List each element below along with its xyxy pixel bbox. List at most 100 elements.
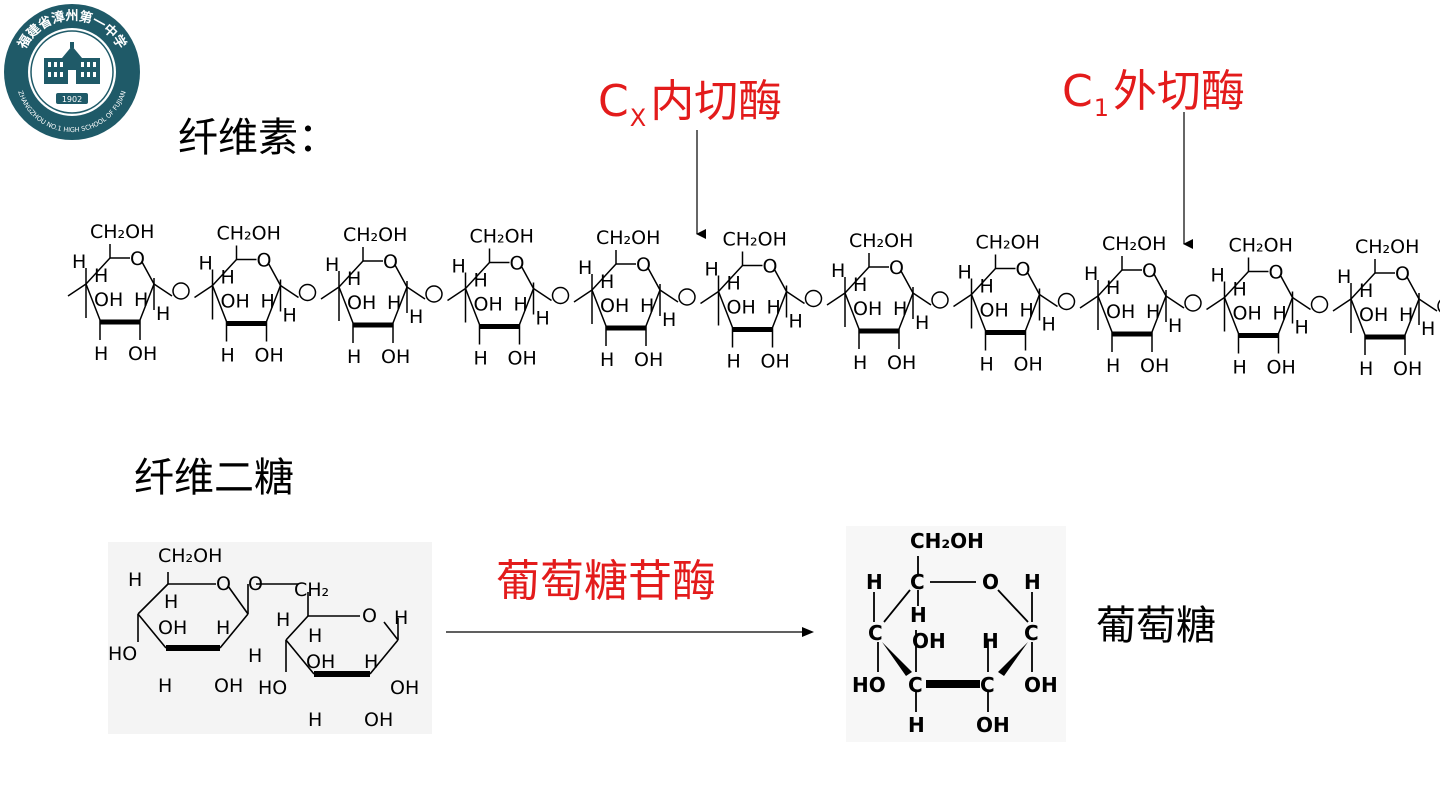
glycosidic-bond [280, 284, 299, 299]
oh-label: OH [1233, 303, 1262, 325]
h-label: H [727, 351, 741, 373]
cellobiose-ring-o-left: O [216, 573, 231, 595]
ring-oxygen-label: O [763, 256, 778, 278]
bond [591, 289, 607, 327]
bond [1277, 297, 1294, 334]
ring-oxygen-label: O [1142, 260, 1157, 282]
glycosidic-bond [194, 284, 213, 299]
h-label: H [474, 348, 488, 370]
ring-oxygen-label: O [636, 254, 651, 276]
glucose-h: H [982, 629, 999, 653]
h-label: H [831, 260, 845, 282]
bond [1406, 276, 1420, 300]
bond [518, 288, 535, 325]
h-label: H [221, 345, 235, 367]
h-label: H [1421, 318, 1435, 340]
glycosidic-bond [447, 287, 466, 302]
h-label: H [1233, 279, 1247, 301]
cellobiose-title: 纤维二糖 [134, 455, 294, 501]
h-label: H [789, 311, 803, 333]
h-label: H [893, 298, 907, 320]
h-label: H [452, 256, 466, 278]
cellobiose-h: H [276, 609, 290, 631]
ring-oxygen-label: O [889, 257, 904, 279]
glycosidic-bond [153, 283, 173, 297]
cellulose-title: 纤维素： [178, 115, 338, 161]
cellobiose-oh: OH [306, 651, 335, 673]
bond [773, 269, 788, 292]
cellobiose-h: H [158, 675, 172, 697]
glycosidic-bond [1079, 295, 1099, 309]
oh-label: OH [1106, 301, 1135, 323]
cellobiose-oh: OH [214, 675, 243, 697]
cellobiose-ho: HO [258, 677, 287, 699]
bond [1026, 272, 1041, 295]
glycosidic-bond [1039, 293, 1058, 308]
ring-oxygen-label: O [383, 251, 398, 273]
exo-enzyme-label: C1外切酶 [1062, 70, 1245, 121]
h-label: H [853, 274, 867, 296]
glucose-c: C [868, 621, 883, 645]
oh-label: OH [221, 291, 250, 313]
glucose-oh: OH [1024, 673, 1058, 697]
bond [85, 283, 101, 321]
cellobiose-oh: OH [390, 677, 419, 699]
h-label: H [767, 297, 781, 319]
glycosidic-oxygen [931, 291, 949, 309]
h-label: H [1146, 301, 1160, 323]
h-label: H [958, 262, 972, 284]
h-label: H [1399, 304, 1413, 326]
bond [394, 264, 408, 288]
h-label: H [1042, 314, 1056, 336]
ch2oh-label: CH₂OH [343, 224, 407, 246]
oh-label: OH [1267, 357, 1296, 379]
bond [970, 267, 997, 296]
h-label: H [347, 346, 361, 368]
ch2oh-label: CH₂OH [596, 227, 660, 249]
ring-oxygen-label: O [1269, 262, 1284, 284]
bond [1153, 273, 1167, 297]
oh-label: OH [94, 289, 123, 311]
cellobiose-h: H [248, 645, 262, 667]
glycosidic-oxygen [551, 286, 570, 305]
oh-label: OH [761, 351, 790, 373]
bond [392, 286, 408, 324]
cellobiose-h: H [394, 607, 408, 629]
cellobiose-bridge-o: O [248, 573, 263, 595]
h-label: H [600, 349, 614, 371]
bond [771, 291, 788, 328]
h-label: H [325, 254, 339, 276]
glycosidic-bond [1165, 295, 1185, 309]
bond [141, 261, 155, 285]
oh-label: OH [600, 295, 629, 317]
glycosidic-bond [320, 286, 340, 300]
ch2oh-label: CH₂OH [217, 223, 281, 245]
h-label: H [1233, 357, 1247, 379]
h-label: H [156, 303, 170, 325]
glucose-h: H [910, 603, 927, 627]
bond [1223, 270, 1250, 299]
glycosidic-oxygen [172, 282, 190, 300]
bond [211, 285, 228, 322]
h-label: H [578, 257, 592, 279]
cellobiose-h: H [216, 617, 230, 639]
oh-label: OH [347, 292, 376, 314]
cellobiose-ho: HO [108, 643, 137, 665]
glucose-title: 葡萄糖 [1096, 603, 1216, 649]
bond [464, 288, 481, 325]
ring-oxygen-label: O [130, 248, 145, 270]
logo-year: 1902 [62, 95, 82, 104]
bond [211, 258, 238, 287]
glycosidic-oxygen [1310, 295, 1329, 314]
bond [338, 286, 354, 324]
glycosidic-oxygen [1184, 294, 1202, 312]
glycosidic-oxygen [425, 285, 443, 303]
oh-label: OH [1393, 358, 1422, 380]
h-label: H [72, 251, 86, 273]
h-label: H [94, 343, 108, 365]
h-label: H [1295, 317, 1309, 339]
